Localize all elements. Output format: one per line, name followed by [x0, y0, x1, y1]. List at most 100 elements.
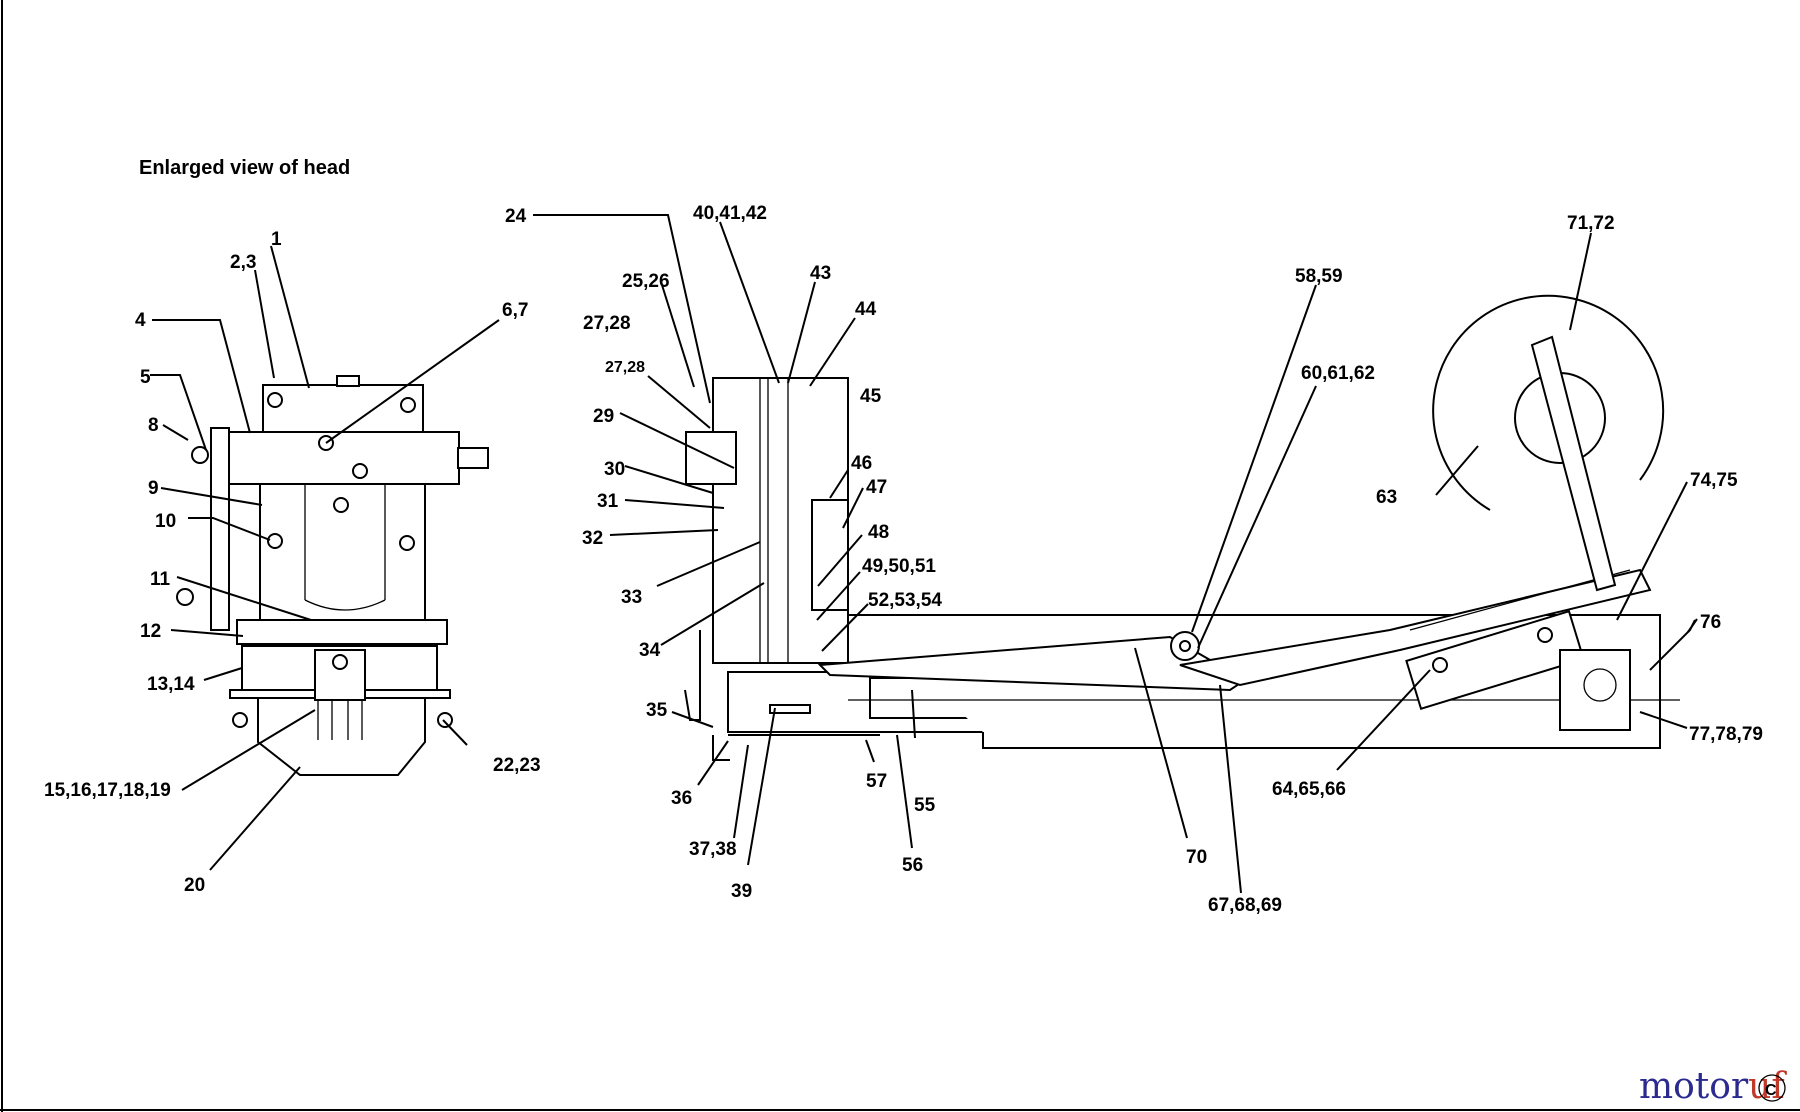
leader-49-51: [816, 571, 861, 621]
leader-35: [671, 711, 714, 728]
label-67-69: 67,68,69: [1208, 895, 1282, 916]
leader-9: [160, 487, 263, 506]
label-77-79: 77,78,79: [1689, 724, 1763, 745]
leader-55: [911, 689, 916, 739]
bolt-6: [267, 533, 283, 549]
cover-63: [1432, 294, 1665, 511]
label-63: 63: [1376, 487, 1397, 508]
leader-71-72: [1569, 232, 1592, 331]
label-24: 24: [505, 206, 527, 227]
label-74-75: 74,75: [1690, 470, 1738, 491]
watermark-text: motoruf: [1639, 1066, 1787, 1107]
section-lower-rail: [712, 734, 880, 761]
pedal-bolt-b: [1537, 627, 1553, 643]
label-56: 56: [902, 855, 923, 876]
label-15-19: 15,16,17,18,19: [44, 780, 171, 801]
leader-5: [150, 374, 207, 451]
leader-46: [829, 469, 849, 499]
leader-12: [170, 629, 244, 637]
label-49-51: 49,50,51: [862, 556, 936, 577]
bolt-2: [400, 397, 416, 413]
leader-60-62: [1197, 385, 1317, 649]
section-spring-housing: [811, 499, 849, 611]
head-fork-tines: [317, 700, 363, 740]
watermark-part1: motor: [1639, 1066, 1749, 1107]
leader-4: [152, 319, 251, 434]
copyright-circle-icon: [1758, 1074, 1786, 1102]
label-27-28-b: 27,28: [605, 359, 645, 376]
label-71-72: 71,72: [1567, 213, 1615, 234]
label-31: 31: [597, 491, 619, 512]
leader-48: [817, 534, 863, 587]
label-70: 70: [1186, 847, 1207, 868]
callout-labels: 1 2,3 4 5 6,7 8 9 10 11 12 13,14 15,16,1…: [44, 203, 1763, 916]
bolt-5: [333, 497, 349, 513]
leader-74-75: [1616, 481, 1688, 621]
head-top-block: [262, 384, 424, 436]
leader-36: [697, 740, 729, 786]
bolt-4: [352, 463, 368, 479]
label-12: 12: [140, 621, 161, 642]
leader-56: [896, 734, 913, 849]
head-assembly: [176, 375, 489, 776]
side-nut-top: [191, 446, 209, 464]
label-39: 39: [731, 881, 752, 902]
label-8: 8: [148, 415, 159, 436]
copyright-glyph: C: [1765, 1082, 1777, 1099]
label-44: 44: [855, 299, 877, 320]
label-25-26: 25,26: [622, 271, 670, 292]
leader-13-14: [203, 667, 243, 681]
bolt-7: [399, 535, 415, 551]
label-22-23: 22,23: [493, 755, 541, 776]
head-axle-stub: [457, 447, 489, 469]
section-key: [769, 704, 811, 714]
leader-32: [609, 529, 719, 536]
label-55: 55: [914, 795, 936, 816]
leader-43: [787, 281, 816, 384]
label-35: 35: [646, 700, 668, 721]
diagram-title: Enlarged view of head: [139, 157, 350, 179]
leader-76: [1687, 618, 1698, 633]
label-34: 34: [639, 640, 661, 661]
label-6-7: 6,7: [502, 300, 528, 321]
label-32: 32: [582, 528, 603, 549]
label-48: 48: [868, 522, 889, 543]
label-2-3: 2,3: [230, 252, 256, 273]
label-36: 36: [671, 788, 692, 809]
label-11: 11: [150, 569, 171, 590]
leader-77-79: [1639, 711, 1688, 729]
label-58-59: 58,59: [1295, 266, 1343, 287]
head-top-knob: [336, 375, 360, 387]
leader-33: [656, 541, 761, 587]
pedal-bolt-a: [1432, 657, 1448, 673]
leader-37-38: [733, 744, 749, 839]
leader-27-28: [647, 375, 711, 429]
label-52-54: 52,53,54: [868, 590, 942, 611]
label-60-62: 60,61,62: [1301, 363, 1375, 384]
label-29: 29: [593, 406, 614, 427]
lever-handle-71: [1530, 335, 1617, 592]
leader-64-66: [1336, 669, 1431, 771]
frame-assembly: [817, 294, 1696, 749]
leader-10: [188, 517, 271, 541]
leader-67-69: [1219, 684, 1242, 894]
bracket-77-hole: [1583, 668, 1617, 702]
leader-47: [842, 487, 864, 529]
leader-31: [624, 499, 725, 509]
side-nut-mid: [176, 588, 194, 606]
head-clamp-bar: [236, 619, 448, 645]
leader-57: [865, 739, 875, 763]
label-10: 10: [155, 511, 176, 532]
leader-25-26: [661, 284, 695, 388]
leader-40-42: [719, 221, 780, 384]
head-crossbar: [228, 431, 460, 485]
leader-30: [624, 465, 714, 494]
label-57: 57: [866, 771, 887, 792]
leader-8: [162, 424, 189, 441]
label-45: 45: [860, 386, 882, 407]
leader-58-59: [1191, 284, 1317, 633]
pivot-58-59: [1170, 631, 1200, 661]
bolt-8: [332, 654, 348, 670]
